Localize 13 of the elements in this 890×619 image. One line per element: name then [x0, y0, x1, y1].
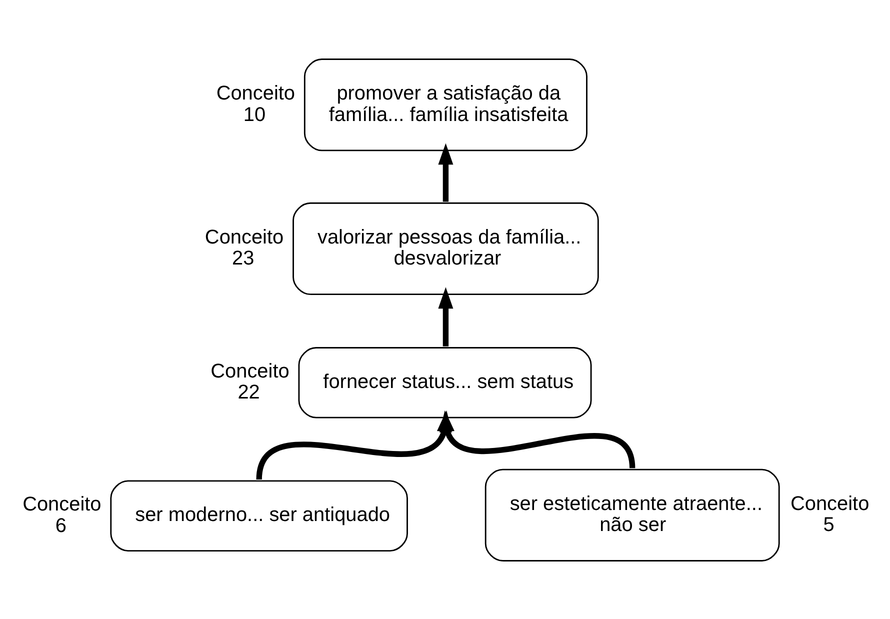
node-label: Conceito 23 — [204, 226, 284, 270]
node-box: fornecer status... sem status — [298, 346, 592, 418]
arrow — [438, 142, 454, 202]
node-box: ser moderno... ser antiquado — [110, 480, 408, 551]
node-label: Conceito 6 — [22, 492, 102, 536]
arrow — [438, 286, 454, 346]
node-label: Conceito 22 — [210, 360, 290, 404]
arrow — [440, 410, 636, 468]
node-box: promover a satisfação da família... família insatisfeita — [304, 58, 588, 151]
node-label: Conceito 10 — [216, 82, 296, 126]
node-box: valorizar pessoas da família... desvalorizar — [292, 202, 599, 295]
node-label: Conceito 5 — [790, 492, 870, 536]
node-box: ser esteticamente atraente... não ser — [484, 468, 780, 561]
